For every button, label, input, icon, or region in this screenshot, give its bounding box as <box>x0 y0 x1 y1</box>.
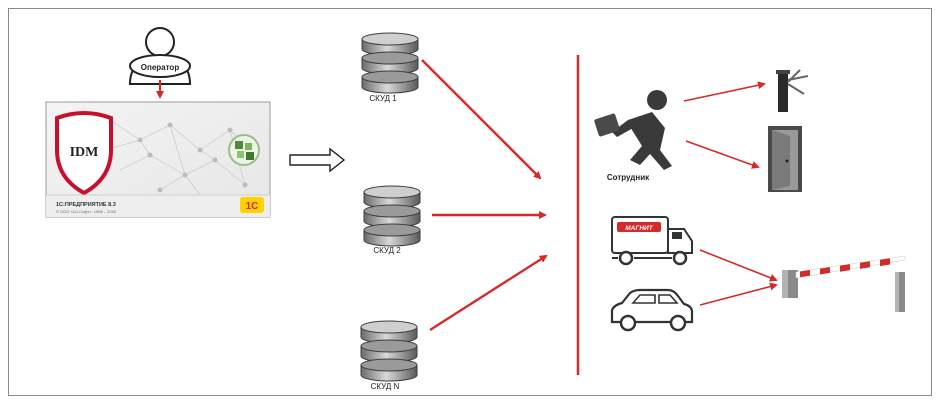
turnstile-icon <box>776 69 809 112</box>
truck-brand: МАГНИТ <box>625 225 653 232</box>
truck-icon <box>611 216 693 266</box>
app-window <box>45 101 271 218</box>
skud1-database-icon <box>361 32 419 94</box>
barrier-icon <box>782 255 906 312</box>
product-copyright: © ООО «1С-Софт», 1996 – 2020 <box>56 209 117 214</box>
operator-label: Оператор <box>141 63 180 72</box>
idm-shield-icon <box>55 111 113 196</box>
skud2-database-icon <box>363 185 421 247</box>
arrow-to-door <box>685 140 760 169</box>
logo-1c <box>240 197 264 213</box>
employee-icon <box>594 90 672 170</box>
arrow-skudN <box>429 254 548 332</box>
skud1-label: СКУД 1 <box>369 94 397 103</box>
skudN-label: СКУД N <box>371 382 400 391</box>
arrow-to-turnstile <box>683 81 766 102</box>
skudN-database-icon <box>360 320 418 382</box>
idm-shield-text: IDM <box>70 145 99 160</box>
operator-icon <box>128 27 192 85</box>
arrow-car-to-barrier <box>699 282 778 306</box>
skud2-label: СКУД 2 <box>373 246 401 255</box>
arrow-skud1 <box>421 59 542 180</box>
door-icon <box>768 126 802 192</box>
sync-arrow-icon <box>289 147 346 173</box>
logo-1c-text: 1С <box>246 201 259 212</box>
employee-label: Сотрудник <box>607 173 650 182</box>
arrow-truck-to-barrier <box>699 249 778 282</box>
module-badge-icon <box>228 134 260 166</box>
car-icon <box>610 288 694 332</box>
product-name: 1С:ПРЕДПРИЯТИЕ 8.3 <box>56 202 116 208</box>
